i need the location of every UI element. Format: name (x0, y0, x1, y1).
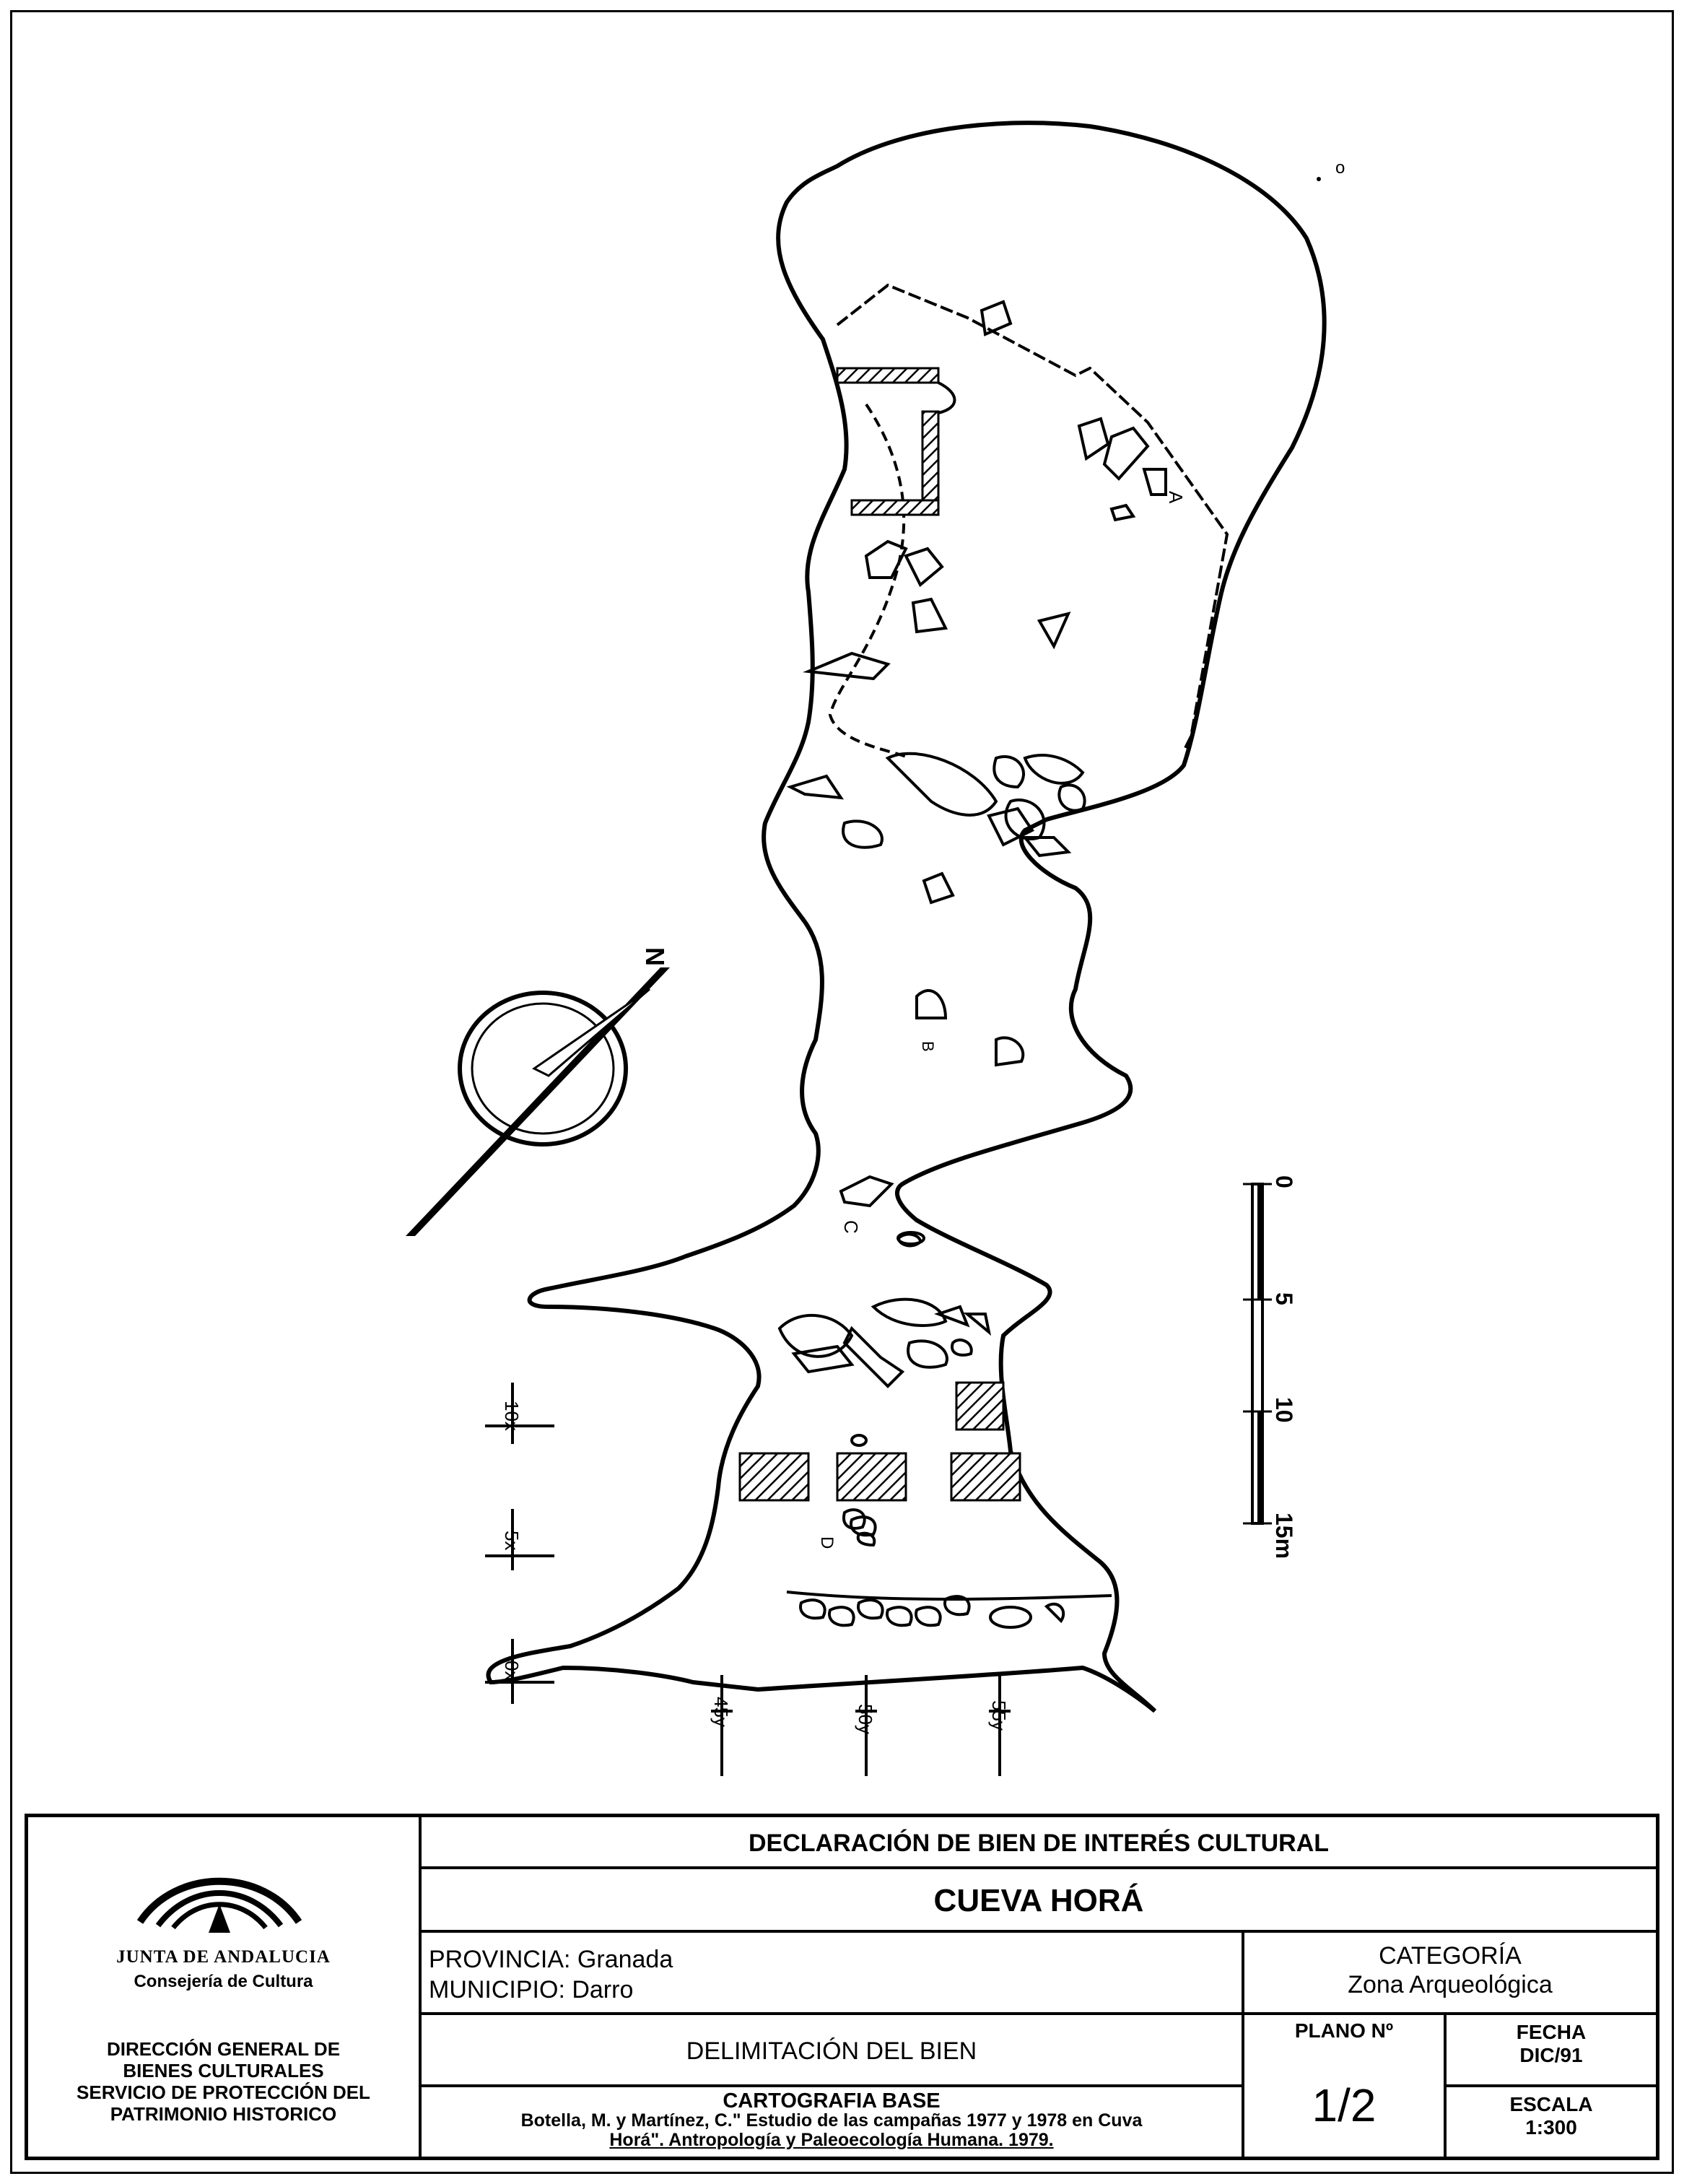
excavation-square (836, 1452, 907, 1502)
provincia: PROVINCIA: Granada (429, 1946, 673, 1973)
delimitation-label: DELIMITACIÓN DEL BIEN (422, 2015, 1244, 2087)
dashed-path (828, 403, 910, 760)
category-cell: CATEGORÍA Zona Arqueológica (1244, 1933, 1656, 2015)
title-block: JUNTA DE ANDALUCIA Consejería de Cultura… (25, 1814, 1659, 2160)
directorate-line: PATRIMONIO HISTORICO (110, 2103, 337, 2125)
site-label-b: B (919, 1041, 937, 1052)
stray-mark: o (1335, 158, 1345, 178)
excavation-square (738, 1452, 810, 1502)
interior-boundary-line (836, 283, 1229, 752)
grid-y-label-45y: 45y (710, 1697, 732, 1727)
hatched-wall-bottom (850, 499, 940, 516)
directorate-line: SERVICIO DE PROTECCIÓN DEL (77, 2081, 370, 2103)
logo-cell: JUNTA DE ANDALUCIA Consejería de Cultura… (28, 1817, 422, 2157)
grid-y-ticks (711, 1675, 1011, 1776)
north-label: N (640, 947, 670, 966)
logo-department: Consejería de Cultura (134, 1972, 313, 1991)
cartography-ref-2: Horá". Antropología y Paleoecología Huma… (609, 2130, 1054, 2150)
cartography-cell: CARTOGRAFIA BASE Botella, M. y Martínez,… (422, 2087, 1244, 2157)
date-cell: FECHA DIC/91 (1447, 2015, 1656, 2087)
cartography-ref-1: Botella, M. y Martínez, C." Estudio de l… (520, 2110, 1143, 2131)
site-label-c: C (840, 1220, 862, 1234)
plan-number-label: PLANO Nº (1294, 2019, 1394, 2042)
rock-blocks (777, 300, 1167, 1629)
grid-x-label-10x: 10x (501, 1401, 523, 1431)
scale-tick-10: 10 (1271, 1397, 1297, 1423)
category-value: Zona Arqueológica (1348, 1971, 1553, 1998)
scale-bar (1243, 1183, 1272, 1525)
scale-cell: ESCALA 1:300 (1447, 2087, 1656, 2157)
scale-tick-5: 5 (1271, 1292, 1297, 1305)
map-sheet-border (10, 10, 1674, 2174)
category-label: CATEGORÍA (1379, 1942, 1522, 1970)
excavation-square (955, 1381, 1005, 1431)
grid-y-label-50y: 50y (855, 1704, 876, 1734)
scale-tick-0: 0 (1271, 1175, 1297, 1188)
scale-tick-15m: 15m (1271, 1513, 1297, 1559)
logo-directorate: DIRECCIÓN GENERAL DE BIENES CULTURALES S… (28, 2038, 419, 2125)
scale-value: 1:300 (1525, 2116, 1577, 2139)
location-cell: PROVINCIA: Granada MUNICIPIO: Darro (422, 1933, 1244, 2015)
plan-number-cell: PLANO Nº 1/2 (1244, 2015, 1447, 2157)
date-label: FECHA (1516, 2021, 1587, 2043)
cave-outline (486, 121, 1327, 1713)
municipio: MUNICIPIO: Darro (429, 1976, 634, 2004)
excavation-square (950, 1452, 1021, 1502)
plan-number-value: 1/2 (1312, 2079, 1377, 2131)
north-arrow (406, 967, 670, 1236)
grid-x-label-0x: 0x (501, 1661, 523, 1680)
logo-name: JUNTA DE ANDALUCIA (116, 1947, 331, 1967)
directorate-line: BIENES CULTURALES (123, 2060, 324, 2081)
grid-x-ticks (485, 1383, 554, 1704)
site-label-a: A (1165, 491, 1187, 504)
junta-logo-icon (136, 1877, 302, 1933)
scale-label: ESCALA (1509, 2093, 1593, 2115)
hatched-wall-top (836, 367, 940, 384)
site-name: CUEVA HORÁ (422, 1869, 1656, 1933)
grid-x-label-5x: 5x (501, 1531, 523, 1550)
date-value: DIC/91 (1519, 2044, 1583, 2066)
declaration-title: DECLARACIÓN DE BIEN DE INTERÉS CULTURAL (422, 1817, 1656, 1869)
site-label-d: D (817, 1536, 837, 1549)
hatched-wall-side (921, 410, 940, 507)
directorate-line: DIRECCIÓN GENERAL DE (106, 2038, 341, 2060)
cartography-label: CARTOGRAFIA BASE (723, 2089, 941, 2113)
grid-y-label-55y: 55y (988, 1700, 1010, 1731)
